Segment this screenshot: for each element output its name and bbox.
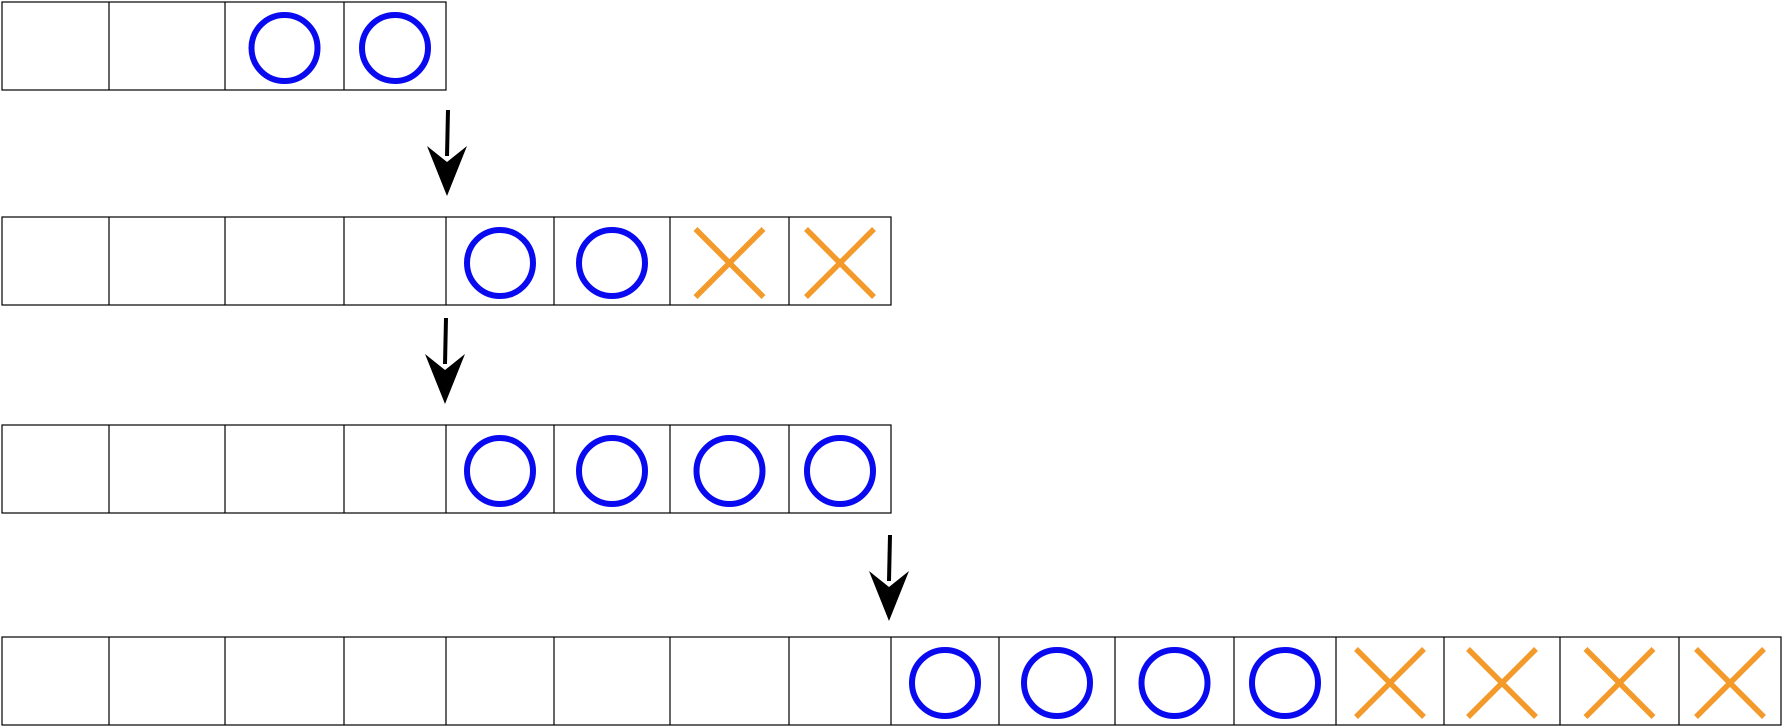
arrow-head: [427, 146, 467, 196]
cross-stroke: [804, 227, 876, 299]
circle-icon: [248, 12, 321, 84]
arrow-head: [425, 354, 465, 404]
array-cell: [1443, 637, 1538, 725]
array-cell: [445, 217, 536, 305]
array-cell: [890, 637, 981, 725]
array-cell: [1114, 637, 1211, 725]
cross-icon: [1354, 647, 1426, 719]
arrow-shaft: [443, 317, 448, 365]
array-row-outline: [1, 1, 447, 91]
array-cell: [669, 217, 766, 305]
arrow-shaft: [445, 109, 450, 157]
array-cell: [1335, 637, 1426, 725]
circle-icon: [359, 12, 431, 84]
array-cell: [1678, 637, 1766, 725]
array-cell: [669, 425, 766, 513]
cross-icon: [1694, 647, 1766, 719]
cross-icon: [1583, 647, 1656, 719]
circle-icon: [1249, 647, 1321, 719]
array-cell: [788, 217, 876, 305]
arrow-shaft: [887, 534, 892, 582]
arrow-head: [869, 571, 909, 621]
circle-icon: [464, 435, 536, 507]
array-row-4: [1, 636, 1782, 726]
cross-stroke: [1694, 647, 1766, 719]
down-arrow-icon: [427, 109, 467, 196]
cross-stroke: [1466, 647, 1538, 719]
array-cell: [553, 217, 648, 305]
array-cell: [553, 425, 648, 513]
circle-icon: [804, 435, 876, 507]
down-arrow-icon: [425, 317, 465, 404]
circle-icon: [464, 227, 536, 299]
array-cell: [788, 425, 876, 513]
down-arrow-icon: [869, 534, 909, 621]
array-cell: [1559, 637, 1656, 725]
cross-icon: [1466, 647, 1538, 719]
cross-stroke: [693, 227, 766, 299]
cross-icon: [804, 227, 876, 299]
circle-icon: [693, 435, 766, 507]
circle-icon: [909, 647, 981, 719]
array-cell: [445, 425, 536, 513]
array-cell: [343, 2, 431, 90]
cross-stroke: [1583, 647, 1656, 719]
array-cell: [998, 637, 1093, 725]
circle-icon: [1138, 647, 1211, 719]
array-row-1: [1, 1, 447, 91]
circle-icon: [576, 435, 648, 507]
cross-icon: [693, 227, 766, 299]
circle-icon: [1021, 647, 1093, 719]
array-row-3: [1, 424, 892, 514]
circle-icon: [576, 227, 648, 299]
array-row-2: [1, 216, 892, 306]
cross-stroke: [1354, 647, 1426, 719]
array-cell: [1233, 637, 1321, 725]
array-cell: [224, 2, 321, 90]
